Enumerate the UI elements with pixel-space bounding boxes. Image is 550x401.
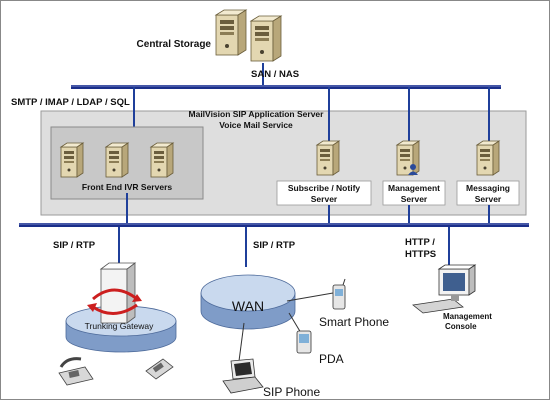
pda-label: PDA <box>319 352 344 366</box>
smart-phone-label: Smart Phone <box>319 315 389 329</box>
subscribe-server-icon <box>316 140 340 176</box>
management-console-label-2: Console <box>445 322 477 331</box>
app-server-title: MailVision SIP Application Server <box>189 109 325 119</box>
smtp-imap-label: SMTP / IMAP / LDAP / SQL <box>11 97 130 108</box>
wan-label: WAN <box>232 298 264 314</box>
subscribe-server-label-2: Server <box>311 194 338 204</box>
computer-icon <box>412 264 477 314</box>
http-label-1: HTTP / <box>405 237 435 248</box>
sip-rtp-left-label: SIP / RTP <box>53 240 96 251</box>
smart-phone-icon <box>332 278 346 310</box>
management-server-label-1: Management <box>388 183 440 193</box>
gateway-server-icon <box>87 262 142 324</box>
messaging-server-label-2: Server <box>475 194 502 204</box>
san-nas-label: SAN / NAS <box>251 69 299 80</box>
management-server-label-box <box>382 180 446 206</box>
pda-link <box>288 312 302 334</box>
sip-phone-link <box>238 322 245 362</box>
messaging-server-icon <box>476 140 500 176</box>
management-server-label-2: Server <box>401 194 428 204</box>
messaging-server-label-box <box>456 180 520 206</box>
pda-icon <box>296 330 312 354</box>
cell-phone-icon <box>145 358 174 380</box>
messaging-server-label-1: Messaging <box>466 183 510 193</box>
central-storage-label: Central Storage <box>137 39 212 50</box>
ivr-server-icon <box>60 142 174 178</box>
desk-phone-icon <box>58 357 94 386</box>
smart-phone-link <box>286 292 334 302</box>
management-console-label-1: Management <box>443 312 492 321</box>
front-end-label: Front End IVR Servers <box>82 182 172 192</box>
management-server-icon <box>396 140 420 176</box>
trunking-gateway-label: Trunking Gateway <box>85 321 154 331</box>
sip-phone-label: SIP Phone <box>263 385 320 399</box>
central-storage-server-icon <box>215 9 282 62</box>
wan-disc <box>200 274 296 330</box>
laptop-icon <box>222 358 264 394</box>
app-server-subtitle: Voice Mail Service <box>219 120 293 130</box>
sip-rtp-mid-label: SIP / RTP <box>253 240 296 251</box>
subscribe-server-label-box <box>276 180 372 206</box>
http-label-2: HTTPS <box>405 249 436 260</box>
subscribe-server-label-1: Subscribe / Notify <box>288 183 361 193</box>
